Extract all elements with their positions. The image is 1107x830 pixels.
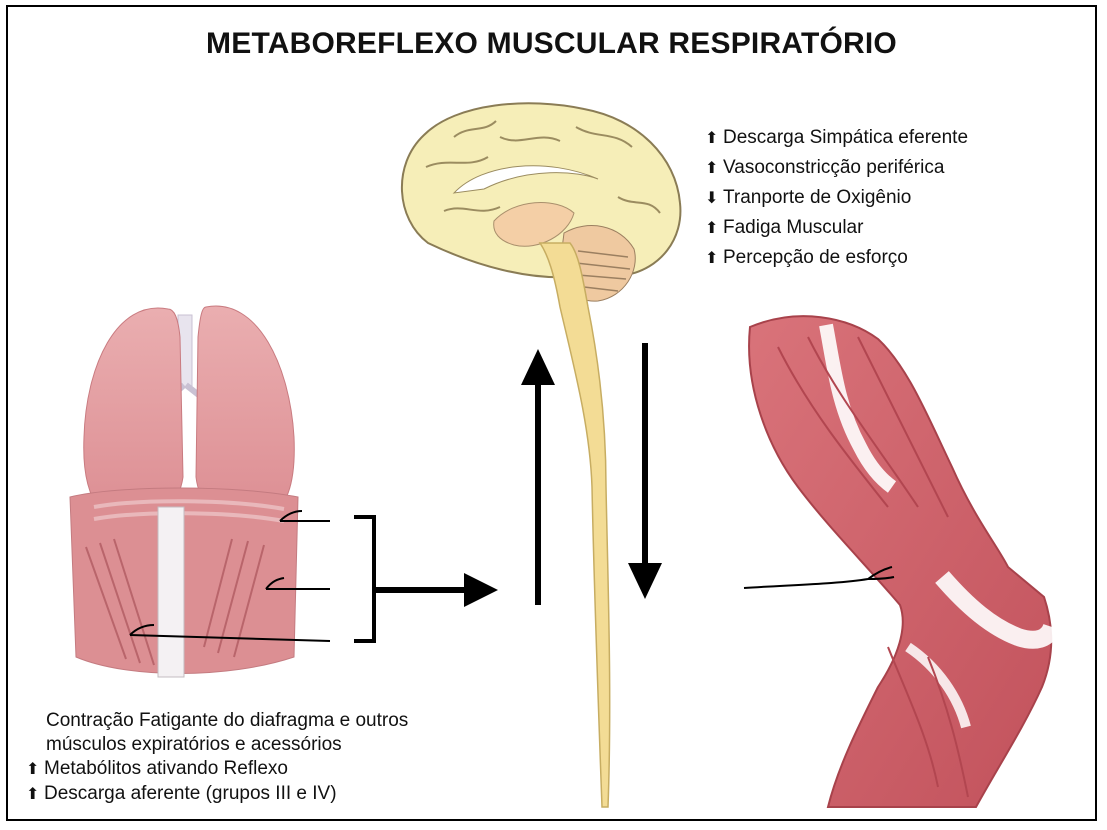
- description-metabolites: ⬆Metabólitos ativando Reflexo: [26, 757, 408, 782]
- up-arrow-icon: ⬆: [705, 154, 723, 183]
- effect-label: Descarga Simpática eferente: [723, 127, 968, 148]
- description-afferent-discharge: ⬆Descarga aferente (grupos III e IV): [26, 782, 408, 807]
- effect-label: Fadiga Muscular: [723, 217, 863, 238]
- effect-oxygen-transport: ⬇Tranporte de Oxigênio: [705, 183, 968, 213]
- effect-vasoconstriction: ⬆Vasoconstricção periférica: [705, 153, 968, 183]
- ascending-arrow: [521, 349, 555, 605]
- up-arrow-icon: ⬆: [705, 244, 723, 273]
- effect-effort-perception: ⬆Percepção de esforço: [705, 243, 968, 273]
- up-arrow-icon: ⬆: [26, 758, 44, 782]
- description-line-3: Metabólitos ativando Reflexo: [44, 758, 288, 779]
- up-arrow-icon: ⬆: [705, 214, 723, 243]
- down-arrow-icon: ⬇: [705, 184, 723, 213]
- spinal-cord-illustration: [540, 243, 610, 807]
- efferent-effects-list: ⬆Descarga Simpática eferente ⬆Vasoconstr…: [705, 123, 968, 273]
- brain-illustration: [402, 103, 681, 301]
- bracket: [354, 517, 374, 641]
- afferent-description: Contração Fatigante do diafragma e outro…: [26, 709, 408, 807]
- effect-sympathetic-discharge: ⬆Descarga Simpática eferente: [705, 123, 968, 153]
- description-line-1: Contração Fatigante do diafragma e outro…: [26, 709, 408, 733]
- effect-label: Vasoconstricção periférica: [723, 157, 944, 178]
- up-arrow-icon: ⬆: [705, 124, 723, 153]
- effect-muscle-fatigue: ⬆Fadiga Muscular: [705, 213, 968, 243]
- effect-label: Percepção de esforço: [723, 247, 908, 268]
- effect-label: Tranporte de Oxigênio: [723, 187, 911, 208]
- description-line-4: Descarga aferente (grupos III e IV): [44, 783, 337, 804]
- description-line-2: músculos expiratórios e acessórios: [26, 733, 408, 757]
- diagram-frame: METABOREFLEXO MUSCULAR RESPIRATÓRIO: [6, 5, 1097, 821]
- right-arrow-to-cord: [374, 573, 498, 607]
- descending-arrow: [628, 343, 662, 599]
- leg-muscles-illustration: [749, 316, 1052, 807]
- lungs-illustration: [70, 306, 298, 677]
- up-arrow-icon: ⬆: [26, 783, 44, 807]
